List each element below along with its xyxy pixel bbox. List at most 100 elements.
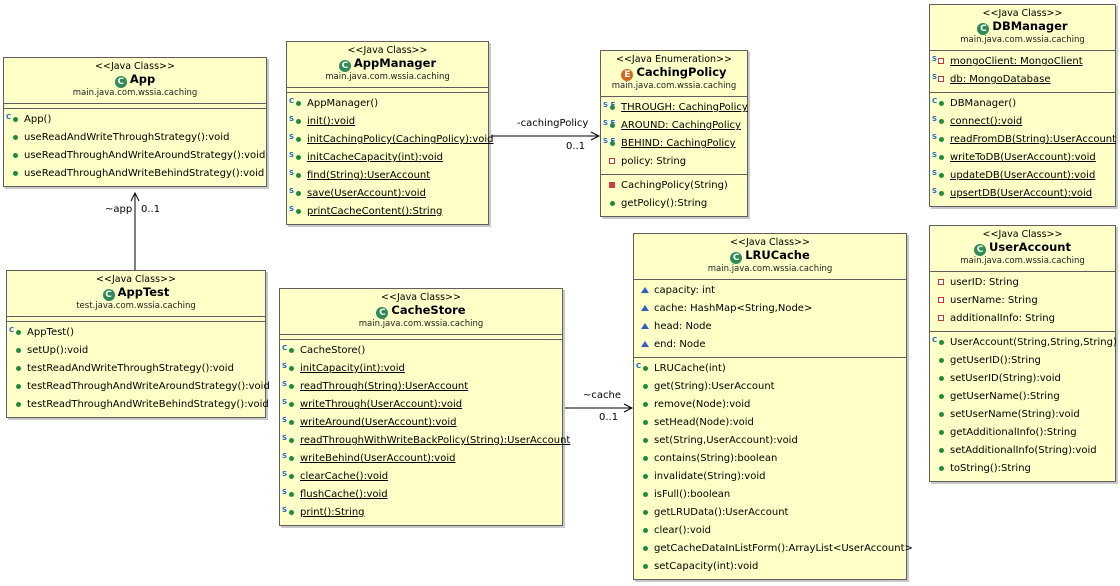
method-row[interactable]: toString():String <box>930 460 1115 478</box>
method-row[interactable]: invalidate(String):void <box>634 468 906 486</box>
method-text: UserAccount(String,String,String) <box>950 337 1117 348</box>
method-row[interactable]: getPolicy():String <box>601 195 747 213</box>
method-row[interactable]: useReadThroughAndWriteBehindStrategy():v… <box>4 165 266 183</box>
field-row[interactable]: head: Node <box>634 318 906 336</box>
class-name-text: AppManager <box>353 56 437 70</box>
method-row[interactable]: getAdditionalInfo():String <box>930 424 1115 442</box>
method-row[interactable]: setUserID(String):void <box>930 370 1115 388</box>
field-row[interactable]: capacity: int <box>634 282 906 300</box>
field-row[interactable]: policy: String <box>601 153 747 171</box>
method-text: getPolicy():String <box>621 198 708 209</box>
method-text: remove(Node):void <box>654 399 751 410</box>
method-row[interactable]: get(String):UserAccount <box>634 378 906 396</box>
visibility-pub-icon <box>934 442 948 460</box>
field-text: BEHIND: CachingPolicy <box>621 138 736 149</box>
visibility-pkg-icon <box>638 336 652 354</box>
method-row[interactable]: clear():void <box>634 522 906 540</box>
method-row[interactable]: setCapacity(int):void <box>634 558 906 576</box>
package-label: main.java.com.wssia.caching <box>358 319 484 329</box>
visibility-pub-icon <box>638 540 652 558</box>
method-row[interactable]: getLRUData():UserAccount <box>634 504 906 522</box>
visibility-static-icon: S <box>932 167 948 185</box>
method-row[interactable]: getUserID():String <box>930 352 1115 370</box>
field-row[interactable]: cache: HashMap<String,Node> <box>634 300 906 318</box>
package-label: main.java.com.wssia.caching <box>960 35 1085 45</box>
method-row[interactable]: useReadThroughAndWriteAroundStrategy():v… <box>4 147 266 165</box>
method-row[interactable]: isFull():boolean <box>634 486 906 504</box>
method-text: setHead(Node):void <box>654 417 754 428</box>
field-row[interactable]: userName: String <box>930 292 1115 310</box>
method-row[interactable]: useReadAndWriteThroughStrategy():void <box>4 129 266 147</box>
method-text: testReadThroughAndWriteAroundStrategy():… <box>27 381 270 392</box>
method-row[interactable]: set(String,UserAccount):void <box>634 432 906 450</box>
policy-multiplicity-label: 0..1 <box>566 141 586 152</box>
method-row[interactable]: testReadThroughAndWriteAroundStrategy():… <box>7 378 270 396</box>
method-text: toString():String <box>950 463 1031 474</box>
method-row[interactable]: contains(String):boolean <box>634 450 906 468</box>
method-row[interactable]: testReadThroughAndWriteBehindStrategy():… <box>7 396 269 414</box>
visibility-pub-icon <box>934 388 948 406</box>
visibility-pub-icon <box>638 378 652 396</box>
field-row[interactable]: additionalInfo: String <box>930 310 1115 328</box>
method-row[interactable]: CachingPolicy(String) <box>601 177 747 195</box>
class-icon: C <box>730 252 743 264</box>
field-row[interactable]: userID: String <box>930 274 1115 292</box>
method-row[interactable]: getCacheDataInListForm():ArrayList<UserA… <box>634 540 913 558</box>
method-row[interactable]: remove(Node):void <box>634 396 906 414</box>
method-row[interactable]: setHead(Node):void <box>634 414 906 432</box>
method-text: testReadThroughAndWriteBehindStrategy():… <box>27 399 269 410</box>
method-text: init():void <box>307 116 356 127</box>
method-row[interactable]: setAdditionalInfo(String):void <box>930 442 1115 460</box>
method-row[interactable]: setUserName(String):void <box>930 406 1115 424</box>
method-row[interactable]: setUp():void <box>7 342 265 360</box>
field-row[interactable]: end: Node <box>634 336 906 354</box>
method-row[interactable]: testReadAndWriteThroughStrategy():void <box>7 360 265 378</box>
method-text: setCapacity(int):void <box>654 561 759 572</box>
method-row[interactable]: getUserName():String <box>930 388 1115 406</box>
